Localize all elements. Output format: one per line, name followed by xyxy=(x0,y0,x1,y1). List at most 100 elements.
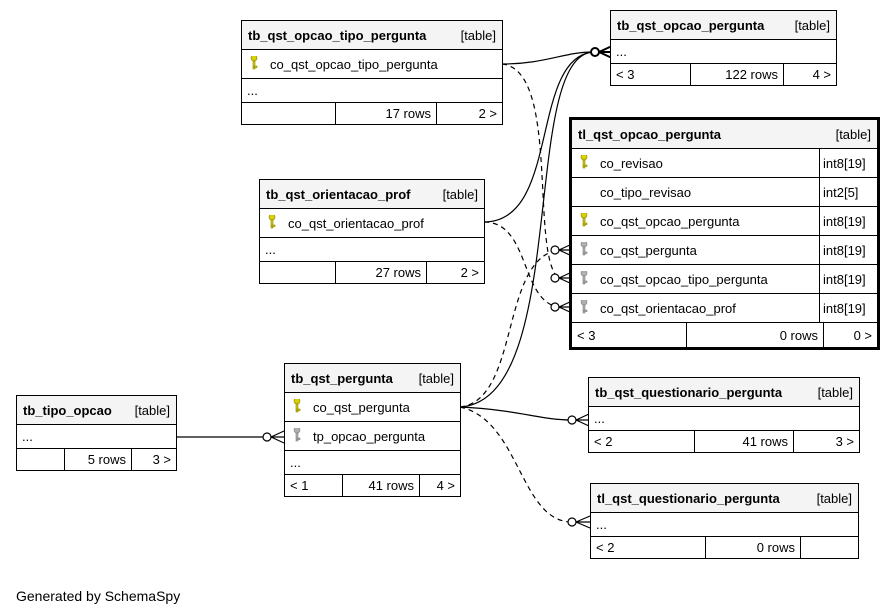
column-name: co_qst_opcao_tipo_pergunta xyxy=(270,56,438,72)
parents-link[interactable] xyxy=(242,103,335,124)
foreign-key-icon xyxy=(580,271,588,285)
column-row[interactable]: co_qst_pergunta int8[19] xyxy=(572,235,877,264)
edge-pergunta-to-opcao-pergunta xyxy=(459,51,593,408)
table-tl-qst-opcao-pergunta[interactable]: tl_qst_opcao_pergunta [table] co_revisao… xyxy=(569,117,880,350)
primary-key-icon xyxy=(580,213,588,227)
primary-key-icon xyxy=(580,155,588,169)
edge-opcao-tipo-to-tl xyxy=(501,63,559,279)
table-name[interactable]: tb_qst_opcao_pergunta xyxy=(617,17,765,33)
children-link[interactable]: 2 > xyxy=(436,103,502,124)
primary-key-icon xyxy=(250,56,258,70)
table-header: tb_qst_opcao_tipo_pergunta [table] xyxy=(242,21,502,49)
parents-link[interactable] xyxy=(260,262,335,283)
children-link[interactable] xyxy=(800,537,858,558)
table-name[interactable]: tl_qst_opcao_pergunta xyxy=(578,126,722,142)
children-link[interactable]: 4 > xyxy=(783,64,836,85)
children-link[interactable]: 3 > xyxy=(793,431,859,452)
primary-key-icon xyxy=(268,215,276,229)
table-name[interactable]: tl_qst_questionario_pergunta xyxy=(597,490,780,506)
parents-link[interactable]: < 3 xyxy=(616,67,635,82)
row-count: 41 rows xyxy=(342,475,419,496)
row-count: 0 rows xyxy=(705,537,800,558)
children-link[interactable]: 3 > xyxy=(131,449,176,470)
table-tb-tipo-opcao[interactable]: tb_tipo_opcao [table] ... 5 rows 3 > xyxy=(16,395,177,471)
column-type: int8[19] xyxy=(819,236,877,264)
table-footer: < 2 41 rows 3 > xyxy=(589,430,859,452)
column-name: co_qst_pergunta xyxy=(313,399,410,415)
children-link[interactable]: 4 > xyxy=(419,475,460,496)
table-header: tb_qst_questionario_pergunta [table] xyxy=(589,378,859,406)
ellipsis-row: ... xyxy=(260,237,484,261)
column-row[interactable]: co_revisao int8[19] xyxy=(572,148,877,177)
column-type: int8[19] xyxy=(819,149,877,177)
column-row[interactable]: co_qst_orientacao_prof xyxy=(260,208,484,237)
ellipsis-row: ... xyxy=(285,450,460,474)
edge-opcao-tipo-to-opcao-pergunta xyxy=(501,51,593,65)
row-count: 0 rows xyxy=(686,323,823,347)
children-link[interactable]: 2 > xyxy=(426,262,484,283)
generated-by-footer: Generated by SchemaSpy xyxy=(16,588,181,604)
table-tl-qst-questionario-pergunta[interactable]: tl_qst_questionario_pergunta [table] ...… xyxy=(590,483,859,559)
column-row[interactable]: tp_opcao_pergunta xyxy=(285,421,460,450)
table-tag: [table] xyxy=(460,27,496,43)
table-footer: < 1 41 rows 4 > xyxy=(285,474,460,496)
table-name[interactable]: tb_qst_opcao_tipo_pergunta xyxy=(248,27,427,43)
row-count: 122 rows xyxy=(690,64,783,85)
parents-link[interactable] xyxy=(17,449,64,470)
column-row[interactable]: co_tipo_revisao int2[5] xyxy=(572,177,877,206)
table-name[interactable]: tb_qst_pergunta xyxy=(291,370,393,386)
table-header: tb_qst_orientacao_prof [table] xyxy=(260,180,484,208)
edge-pergunta-to-tl-questionario xyxy=(459,406,573,523)
parents-link[interactable]: < 3 xyxy=(577,327,596,343)
table-tag: [table] xyxy=(816,490,852,506)
column-type: int2[5] xyxy=(819,178,877,206)
table-tag: [table] xyxy=(418,370,454,386)
table-name[interactable]: tb_qst_questionario_pergunta xyxy=(595,384,783,400)
table-header: tl_qst_opcao_pergunta [table] xyxy=(572,120,877,148)
column-name: co_qst_orientacao_prof xyxy=(600,300,736,316)
table-tb-qst-orientacao-prof[interactable]: tb_qst_orientacao_prof [table] co_qst_or… xyxy=(259,179,485,284)
table-header: tl_qst_questionario_pergunta [table] xyxy=(591,484,858,512)
table-tag: [table] xyxy=(442,186,478,202)
table-tb-qst-opcao-tipo-pergunta[interactable]: tb_qst_opcao_tipo_pergunta [table] co_qs… xyxy=(241,20,503,125)
row-count: 17 rows xyxy=(335,103,436,124)
column-name: co_qst_opcao_tipo_pergunta xyxy=(600,271,768,287)
table-name[interactable]: tb_qst_orientacao_prof xyxy=(266,186,411,202)
table-tag: [table] xyxy=(835,126,871,142)
table-tb-qst-pergunta[interactable]: tb_qst_pergunta [table] co_qst_pergunta … xyxy=(284,363,461,497)
edge-orientacao-to-opcao-pergunta xyxy=(483,51,593,223)
column-name: co_revisao xyxy=(600,155,663,171)
edge-pergunta-to-tl xyxy=(459,249,559,408)
primary-key-icon xyxy=(293,399,301,413)
table-footer: < 3 122 rows 4 > xyxy=(611,63,836,85)
edge-orientacao-to-tl xyxy=(483,221,559,308)
column-row[interactable]: co_qst_opcao_pergunta int8[19] xyxy=(572,206,877,235)
table-tag: [table] xyxy=(134,402,170,418)
table-tag: [table] xyxy=(817,384,853,400)
ellipsis-row: ... xyxy=(242,78,502,102)
parents-link[interactable]: < 2 xyxy=(594,434,613,449)
parents-link[interactable]: < 2 xyxy=(596,540,615,555)
column-row[interactable]: co_qst_opcao_tipo_pergunta xyxy=(242,49,502,78)
column-row[interactable]: co_qst_pergunta xyxy=(285,392,460,421)
table-tag: [table] xyxy=(794,17,830,33)
ellipsis-row: ... xyxy=(17,424,176,448)
column-name: co_qst_pergunta xyxy=(600,242,697,258)
table-header: tb_qst_pergunta [table] xyxy=(285,364,460,392)
column-type: int8[19] xyxy=(819,207,877,235)
children-link[interactable]: 0 > xyxy=(823,323,877,347)
table-footer: 17 rows 2 > xyxy=(242,102,502,124)
foreign-key-icon xyxy=(580,300,588,314)
column-type: int8[19] xyxy=(819,294,877,322)
column-name: co_qst_orientacao_prof xyxy=(288,215,424,231)
parents-link[interactable]: < 1 xyxy=(290,478,309,493)
foreign-key-icon xyxy=(293,428,301,442)
table-name[interactable]: tb_tipo_opcao xyxy=(23,402,112,418)
table-tb-qst-questionario-pergunta[interactable]: tb_qst_questionario_pergunta [table] ...… xyxy=(588,377,860,453)
row-count: 41 rows xyxy=(694,431,793,452)
table-header: tb_tipo_opcao [table] xyxy=(17,396,176,424)
column-row[interactable]: co_qst_opcao_tipo_pergunta int8[19] xyxy=(572,264,877,293)
table-tb-qst-opcao-pergunta[interactable]: tb_qst_opcao_pergunta [table] ... < 3 12… xyxy=(610,10,837,86)
column-row[interactable]: co_qst_orientacao_prof int8[19] xyxy=(572,293,877,322)
column-name: co_qst_opcao_pergunta xyxy=(600,213,740,229)
